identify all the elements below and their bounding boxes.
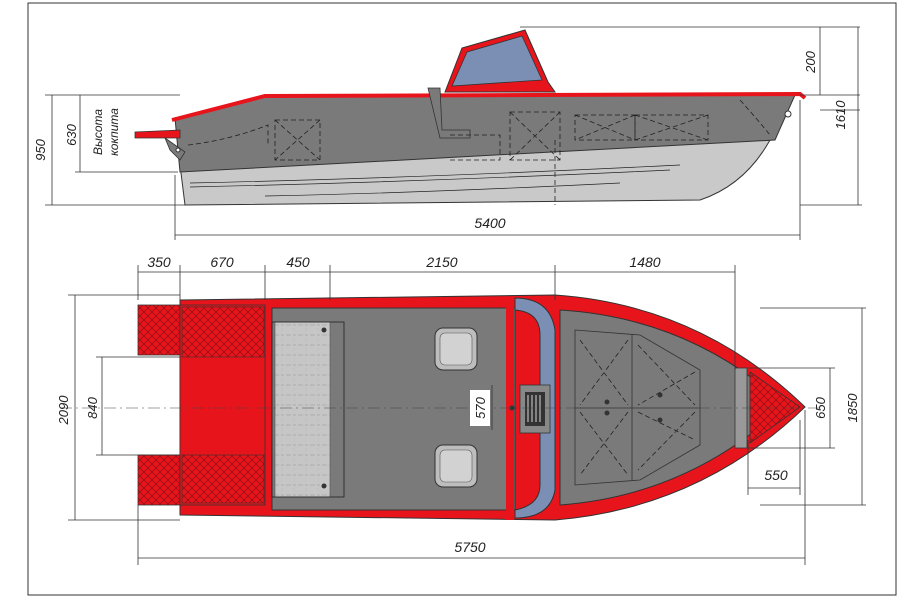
side-seat [427, 87, 471, 139]
dim-5400: 5400 [474, 215, 505, 231]
top-floor-planks [274, 321, 331, 498]
top-windshield [514, 297, 556, 519]
side-tow-bar [134, 129, 181, 139]
dim-2090: 2090 [56, 395, 71, 426]
dim-5750: 5750 [454, 539, 485, 555]
dim-200: 200 [803, 50, 818, 73]
top-view: 350 670 450 2150 1480 2090 840 570 650 1… [56, 254, 866, 565]
dim-840: 840 [85, 396, 100, 418]
dim-350: 350 [147, 254, 171, 270]
dim-670: 670 [210, 254, 234, 270]
dim-450: 450 [286, 254, 310, 270]
side-gunwale [171, 91, 807, 122]
cockpit-label-line1: Высота [91, 109, 105, 155]
side-hull-bottom [179, 139, 771, 206]
dim-1480: 1480 [629, 254, 660, 270]
top-stern-platform-upper [137, 304, 181, 356]
dim-570: 570 [473, 396, 488, 418]
dim-1850: 1850 [845, 393, 860, 423]
dim-550: 550 [764, 467, 788, 483]
top-bow-tip [749, 371, 801, 444]
dim-2150: 2150 [425, 254, 457, 270]
dim-630: 630 [64, 123, 79, 145]
dim-650: 650 [813, 396, 828, 418]
dim-950: 950 [33, 138, 48, 160]
dim-1610: 1610 [833, 100, 848, 130]
drawing-frame [27, 2, 897, 596]
cockpit-label-line2: кокпита [107, 108, 121, 156]
top-stern-platform-lower [137, 454, 181, 506]
side-view: 950 630 Высота кокпита 200 1610 5400 [33, 26, 862, 240]
